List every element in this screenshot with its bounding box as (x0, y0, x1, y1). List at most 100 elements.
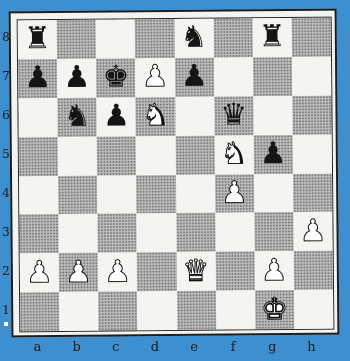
square-a4[interactable] (19, 176, 58, 215)
square-b2[interactable]: ♟ (59, 253, 98, 292)
black-king-c7-icon[interactable]: ♚ (102, 63, 129, 93)
square-f4[interactable]: ♟ (215, 174, 254, 213)
black-pawn-e7-icon[interactable]: ♟ (181, 62, 208, 92)
chess-board[interactable]: ♜ ♞ ♜ ♟ ♟ ♚ ♟ ♟ ♞ ♟ ♞ ♛ ♞ ♟ ♟ ♟ ♟ ♟ ♟ ♛ ♟ ♚ (17, 17, 335, 333)
square-a2[interactable]: ♟ (20, 253, 59, 292)
rank-label-4: 4 (1, 186, 11, 200)
square-h4[interactable] (293, 173, 332, 212)
square-f1[interactable] (216, 290, 255, 329)
square-h1[interactable] (294, 290, 333, 329)
square-c4[interactable] (97, 175, 136, 214)
square-d7[interactable]: ♟ (135, 58, 174, 97)
square-d3[interactable] (137, 213, 176, 252)
square-a8[interactable]: ♜ (18, 20, 57, 59)
rank-label-5: 5 (1, 147, 11, 161)
square-c6[interactable]: ♟ (97, 97, 136, 136)
square-g6[interactable] (253, 96, 292, 135)
square-e5[interactable] (175, 135, 214, 174)
rank-label-2: 2 (1, 264, 11, 278)
square-b7[interactable]: ♟ (57, 59, 96, 98)
square-g4[interactable] (254, 173, 293, 212)
white-knight-f5-icon[interactable]: ♞ (220, 139, 247, 169)
square-f2[interactable] (215, 252, 254, 291)
square-b6[interactable]: ♞ (57, 97, 96, 136)
square-e8[interactable]: ♞ (174, 19, 213, 58)
square-b1[interactable] (59, 292, 98, 331)
file-label-b: b (70, 340, 84, 355)
white-king-g1-icon[interactable]: ♚ (261, 295, 288, 325)
white-pawn-g2-icon[interactable]: ♟ (261, 256, 288, 286)
square-g2[interactable]: ♟ (254, 251, 293, 290)
black-rook-g8-icon[interactable]: ♜ (259, 22, 286, 52)
square-a7[interactable]: ♟ (18, 59, 57, 98)
square-a1[interactable] (20, 292, 59, 331)
rank-label-8: 8 (1, 30, 11, 44)
square-h3[interactable]: ♟ (293, 212, 332, 251)
square-f5[interactable]: ♞ (214, 135, 253, 174)
square-f3[interactable] (215, 213, 254, 252)
square-h8[interactable] (292, 18, 331, 57)
square-h5[interactable] (293, 134, 332, 173)
square-g1[interactable]: ♚ (255, 290, 294, 329)
square-f8[interactable] (213, 18, 252, 57)
square-c7[interactable]: ♚ (96, 58, 135, 97)
square-c3[interactable] (98, 214, 137, 253)
white-pawn-f4-icon[interactable]: ♟ (221, 178, 248, 208)
square-c5[interactable] (97, 136, 136, 175)
file-label-f: f (226, 340, 240, 355)
white-pawn-c2-icon[interactable]: ♟ (104, 257, 131, 287)
black-queen-f6-icon[interactable]: ♛ (220, 101, 247, 131)
square-g7[interactable] (253, 57, 292, 96)
file-label-h: h (304, 340, 318, 355)
square-f6[interactable]: ♛ (214, 96, 253, 135)
file-label-d: d (148, 340, 162, 355)
square-e6[interactable] (175, 96, 214, 135)
white-queen-e2-icon[interactable]: ♛ (182, 256, 209, 286)
black-pawn-c6-icon[interactable]: ♟ (103, 102, 130, 132)
square-h2[interactable] (294, 251, 333, 290)
square-b8[interactable] (57, 20, 96, 59)
black-rook-a8-icon[interactable]: ♜ (24, 25, 51, 55)
white-knight-d6-icon[interactable]: ♞ (142, 101, 169, 131)
square-e2[interactable]: ♛ (176, 252, 215, 291)
white-pawn-a2-icon[interactable]: ♟ (26, 258, 53, 288)
square-a6[interactable] (18, 98, 57, 137)
square-e7[interactable]: ♟ (174, 58, 213, 97)
square-c8[interactable] (96, 19, 135, 58)
square-g5[interactable]: ♟ (253, 135, 292, 174)
square-a3[interactable] (19, 214, 58, 253)
square-d4[interactable] (136, 174, 175, 213)
square-b4[interactable] (58, 175, 97, 214)
black-pawn-b7-icon[interactable]: ♟ (63, 63, 90, 93)
square-e3[interactable] (176, 213, 215, 252)
square-h6[interactable] (292, 95, 331, 134)
square-b3[interactable] (58, 214, 97, 253)
black-knight-b6-icon[interactable]: ♞ (64, 102, 91, 132)
file-label-e: e (187, 340, 201, 355)
white-pawn-b2-icon[interactable]: ♟ (65, 257, 92, 287)
square-g8[interactable]: ♜ (252, 18, 291, 57)
black-knight-e8-icon[interactable]: ♞ (180, 23, 207, 53)
square-d2[interactable] (137, 252, 176, 291)
square-d5[interactable] (136, 136, 175, 175)
file-label-c: c (109, 340, 123, 355)
rank-label-7: 7 (1, 69, 11, 83)
square-f7[interactable] (214, 57, 253, 96)
square-e1[interactable] (177, 291, 216, 330)
white-pawn-h3-icon[interactable]: ♟ (299, 216, 326, 246)
square-h7[interactable] (292, 57, 331, 96)
square-d1[interactable] (137, 291, 176, 330)
square-a5[interactable] (19, 137, 58, 176)
square-e4[interactable] (176, 174, 215, 213)
square-b5[interactable] (58, 136, 97, 175)
square-g3[interactable] (254, 212, 293, 251)
rank-label-3: 3 (1, 225, 11, 239)
square-c2[interactable]: ♟ (98, 253, 137, 292)
black-pawn-a7-icon[interactable]: ♟ (24, 63, 51, 93)
black-pawn-g5-icon[interactable]: ♟ (260, 139, 287, 169)
white-pawn-d7-icon[interactable]: ♟ (142, 62, 169, 92)
square-c1[interactable] (98, 291, 137, 330)
square-d8[interactable] (135, 19, 174, 58)
chess-board-frame: ♜ ♞ ♜ ♟ ♟ ♚ ♟ ♟ ♞ ♟ ♞ ♛ ♞ ♟ ♟ ♟ ♟ ♟ ♟ ♛ ♟ ♚ (9, 9, 340, 338)
square-d6[interactable]: ♞ (136, 97, 175, 136)
